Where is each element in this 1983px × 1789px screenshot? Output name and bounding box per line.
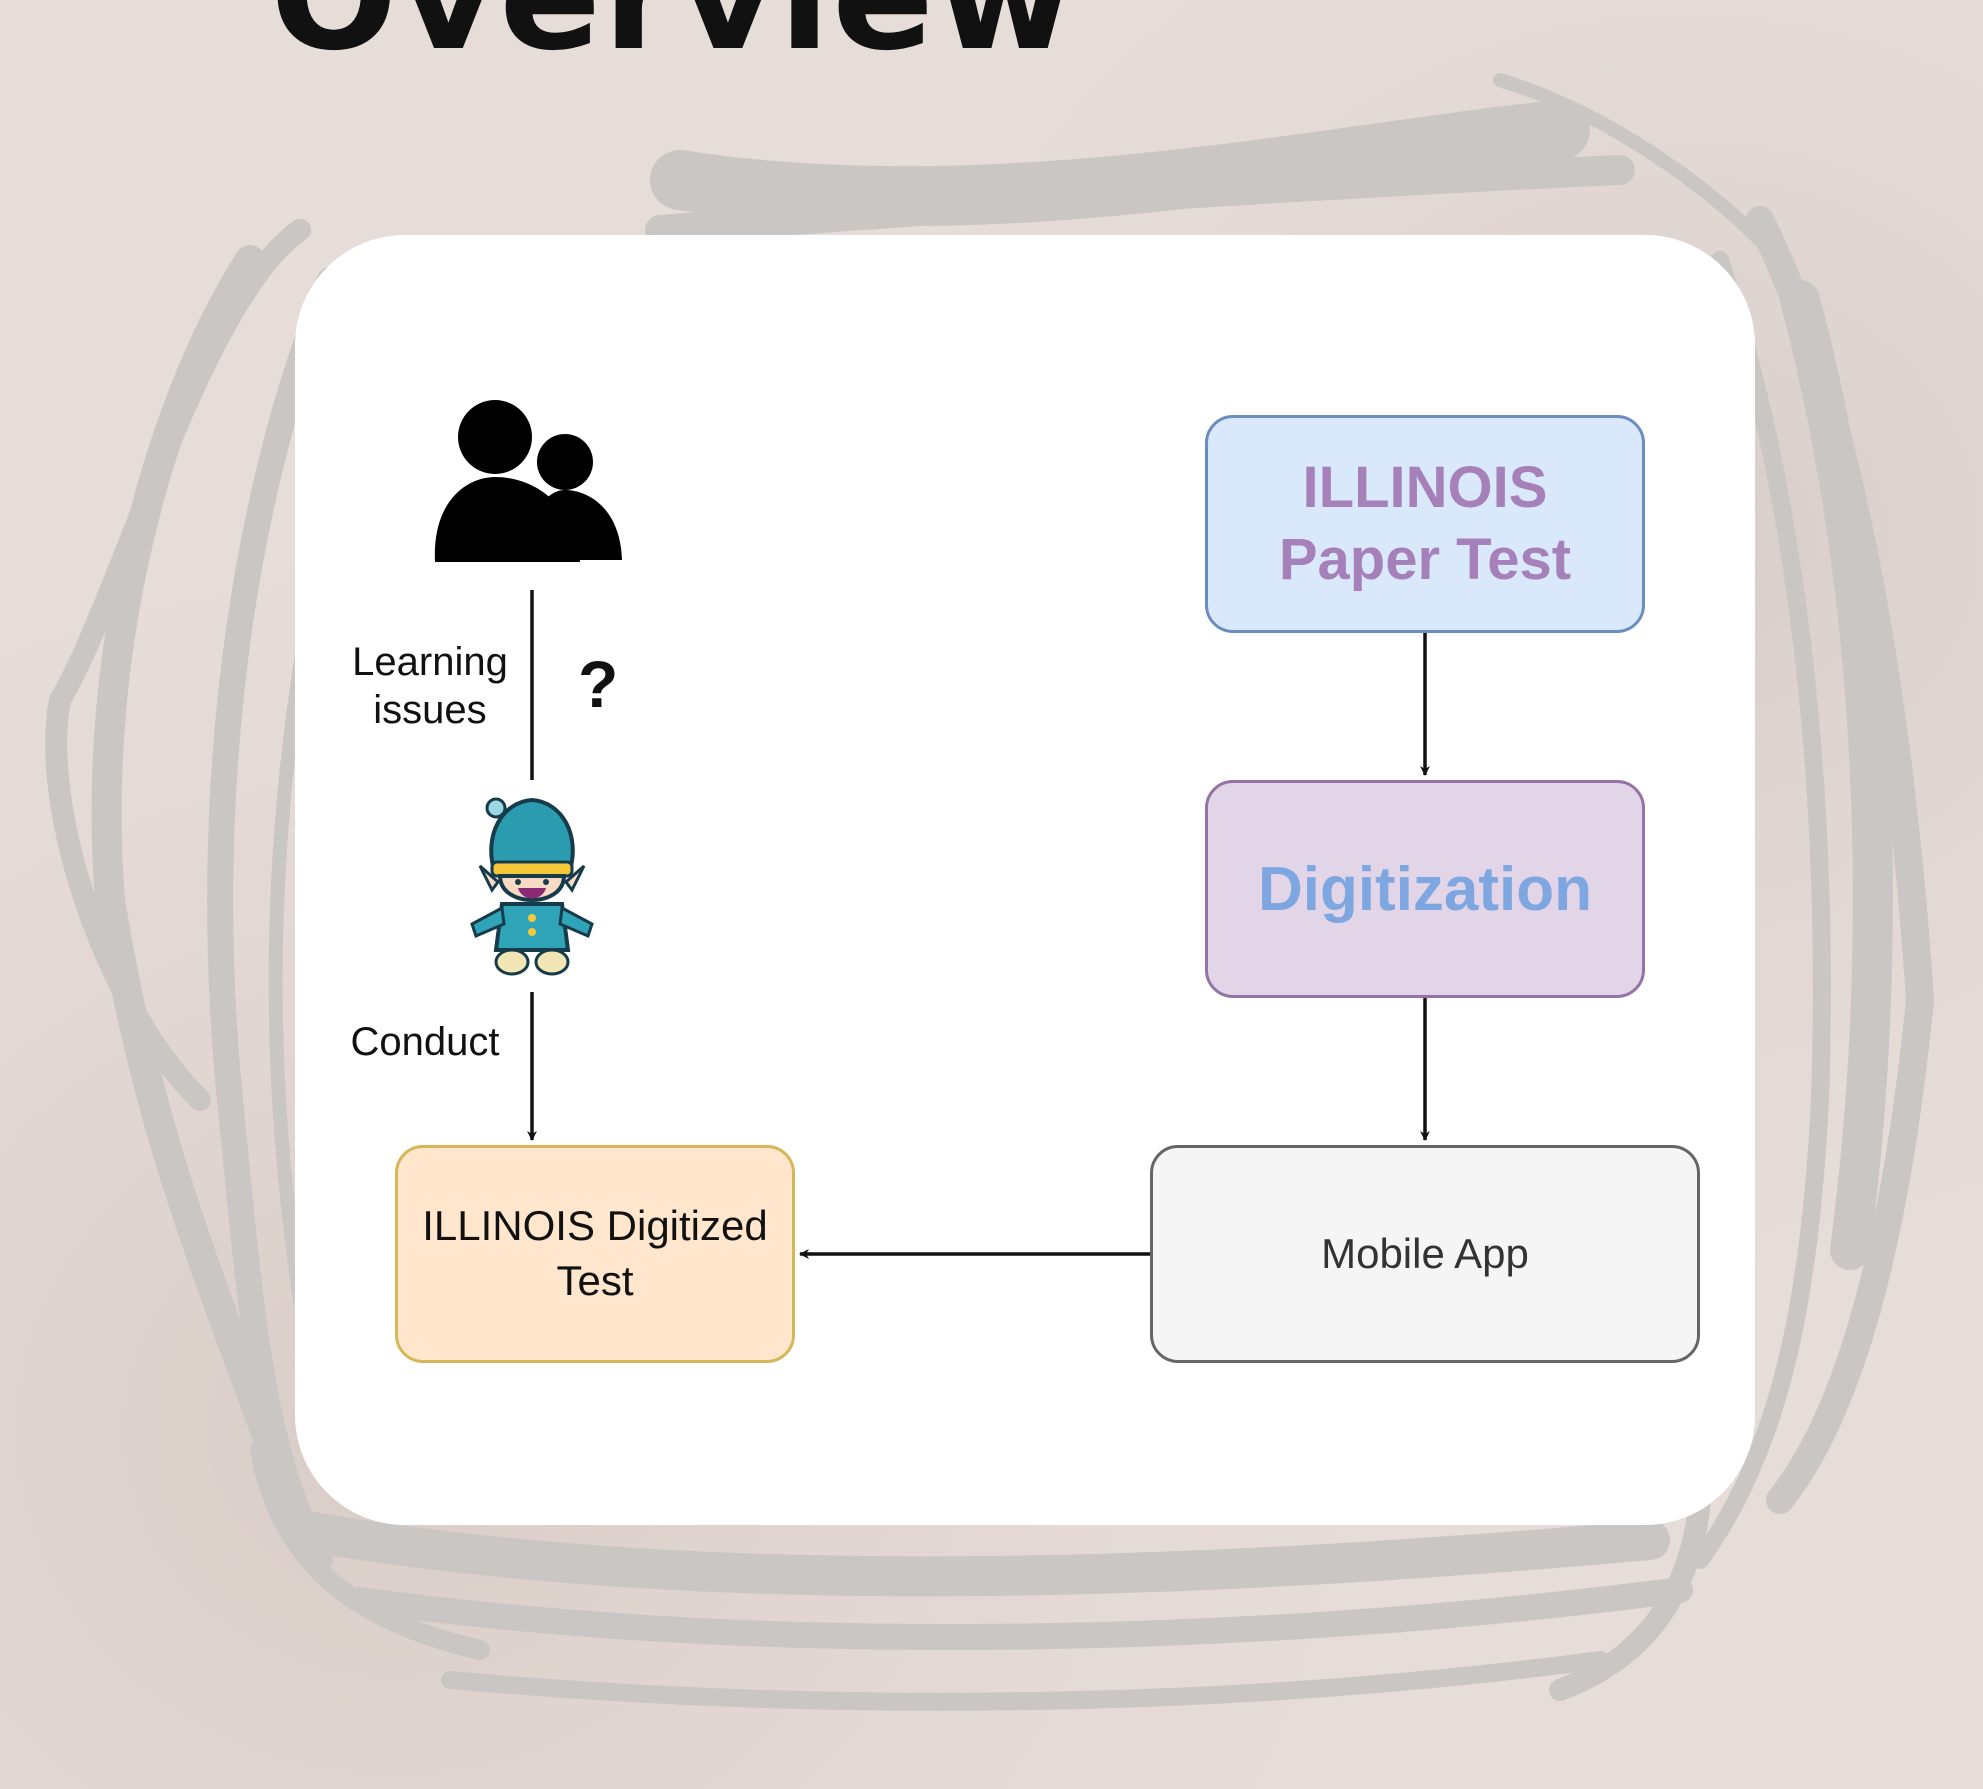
- node-mobile-app: Mobile App: [1150, 1145, 1700, 1363]
- node-mobile-app-label: Mobile App: [1321, 1230, 1529, 1277]
- node-digitization-label: Digitization: [1257, 854, 1593, 924]
- node-digitized-test: ILLINOIS Digitized Test: [395, 1145, 795, 1363]
- question-mark-label: ?: [578, 647, 619, 721]
- users-icon: [434, 400, 622, 562]
- elf-character-icon: [470, 797, 594, 976]
- node-digitized-test-label: ILLINOIS Digitized Test: [422, 1202, 768, 1304]
- edge-label-learning-issues: Learning issues: [352, 640, 508, 732]
- node-digitization: Digitization: [1205, 780, 1645, 998]
- node-paper-test-label: ILLINOIS Paper Test: [1278, 454, 1572, 593]
- page-title: Overview: [270, 0, 1077, 72]
- edge-label-conduct: Conduct: [350, 1020, 500, 1064]
- node-paper-test: ILLINOIS Paper Test: [1205, 415, 1645, 633]
